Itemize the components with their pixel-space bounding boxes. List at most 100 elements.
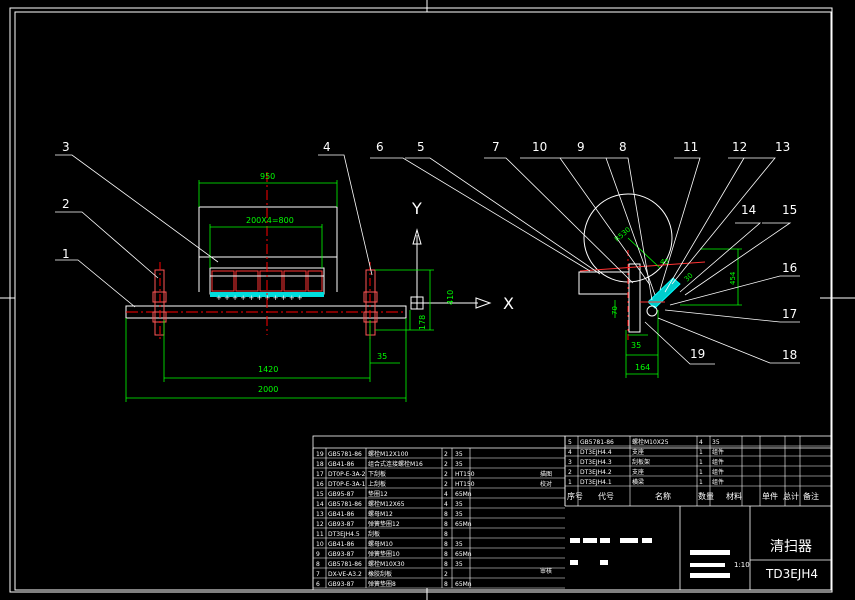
part-no: 12 [316, 521, 324, 528]
part-material: 35 [455, 501, 463, 508]
approval-label: 校对 [540, 480, 552, 488]
part-material: 组件 [712, 478, 724, 486]
header-7: 备注 [803, 491, 819, 501]
part-qty: 2 [444, 471, 448, 478]
callout-6: 6 [376, 140, 384, 154]
part-code: GB41-86 [328, 511, 354, 518]
part-code: DT3EJH4.1 [580, 479, 612, 486]
part-material: 65Mn [455, 521, 472, 528]
header-0: 序号 [567, 491, 583, 501]
part-code: GB5781-86 [328, 501, 362, 508]
approval-label: 描图 [540, 470, 552, 478]
part-name: 刮板架 [632, 458, 650, 466]
dim-950: 950 [260, 172, 275, 181]
header-6: 总计 [783, 491, 799, 501]
part-no: 19 [316, 451, 324, 458]
callout-11: 11 [683, 140, 698, 154]
part-code: GB93-87 [328, 521, 354, 528]
callout-18: 18 [782, 348, 797, 362]
dim-454: 454 [729, 271, 737, 285]
scraper-blocks [211, 270, 323, 292]
part-name: 垫圈12 [368, 490, 388, 498]
part-no: 6 [316, 581, 320, 588]
callout-5: 5 [417, 140, 425, 154]
title-fill-bars [690, 550, 730, 578]
callout-8: 8 [619, 140, 627, 154]
part-qty: 2 [444, 481, 448, 488]
part-code: DT3EJH4.2 [580, 469, 612, 476]
header-2: 名称 [655, 491, 671, 501]
part-qty: 8 [444, 561, 448, 568]
part-no: 4 [568, 449, 572, 456]
side-dimensions [614, 237, 742, 378]
dim-30: 30 [683, 271, 695, 283]
part-material: HT150 [455, 481, 475, 488]
frame-outline [198, 206, 338, 292]
drawing-title: 清扫器 [770, 539, 812, 555]
approval-label: 审核 [540, 567, 552, 575]
callout-10: 10 [532, 140, 547, 154]
part-name: 螺母M10 [368, 540, 393, 548]
dim-45: 45 [660, 258, 669, 266]
drawing-scale: 1:10 [734, 561, 750, 569]
dim-holes: 200X4=800 [246, 216, 294, 225]
callout-15: 15 [782, 203, 797, 217]
part-name: 螺母M12 [368, 510, 393, 518]
x-axis-label: X [503, 294, 514, 313]
callout-19: 19 [690, 347, 705, 361]
callout-9: 9 [577, 140, 585, 154]
part-qty: 1 [699, 479, 703, 486]
dim-70: 70 [611, 306, 619, 315]
callout-14: 14 [741, 203, 756, 217]
part-no: 17 [316, 471, 324, 478]
part-name: 横梁 [632, 478, 644, 486]
part-name: 螺栓M10X30 [368, 560, 405, 568]
part-code: GB41-86 [328, 541, 354, 548]
dim-side-35: 35 [631, 341, 641, 350]
part-code: DT0P-E-3A-2 [328, 471, 366, 478]
part-qty: 8 [444, 541, 448, 548]
belt-line [579, 261, 706, 272]
part-no: 18 [316, 461, 324, 468]
part-name: 螺栓M10X25 [632, 438, 669, 446]
part-qty: 2 [444, 451, 448, 458]
part-qty: 2 [444, 461, 448, 468]
part-no: 14 [316, 501, 324, 508]
part-code: GB93-87 [328, 551, 354, 558]
part-name: 下刮板 [368, 470, 386, 478]
part-material: 35 [455, 511, 463, 518]
drawing-number: TD3EJH4 [765, 567, 818, 581]
part-qty: 8 [444, 531, 448, 538]
part-material: 65Mn [455, 551, 472, 558]
part-no: 2 [568, 469, 572, 476]
coordinate-axes [410, 228, 492, 310]
header-3: 数量 [698, 491, 714, 501]
side-view: R530 45 30 454 70 35 164 [578, 193, 742, 378]
part-material: 65Mn [455, 581, 472, 588]
part-code: GB41-86 [328, 461, 354, 468]
dim-35: 35 [377, 352, 387, 361]
part-no: 7 [316, 571, 320, 578]
callout-7: 7 [492, 140, 500, 154]
part-code: GB95-87 [328, 491, 354, 498]
part-qty: 8 [444, 521, 448, 528]
parts-header-row: 序号代号名称数量材料单件总计备注 [567, 491, 819, 501]
part-no: 9 [316, 551, 320, 558]
part-no: 1 [568, 479, 572, 486]
part-qty: 4 [699, 439, 703, 446]
part-qty: 8 [444, 511, 448, 518]
front-view: + + + + + + + + + + + [125, 172, 514, 402]
part-no: 11 [316, 531, 324, 538]
part-name: 支座 [632, 468, 644, 476]
part-name: 组合式连接螺栓M16 [368, 460, 423, 468]
part-qty: 2 [444, 571, 448, 578]
part-no: 8 [316, 561, 320, 568]
part-name: 支座 [632, 448, 644, 456]
side-support [628, 263, 641, 333]
part-no: 15 [316, 491, 324, 498]
part-name: 螺栓M12X65 [368, 500, 405, 508]
dim-178: 178 [418, 315, 427, 330]
part-name: 弹簧垫圈8 [368, 580, 396, 588]
